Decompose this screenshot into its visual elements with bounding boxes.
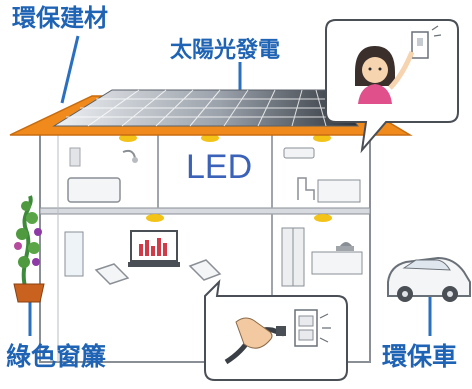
solar-panel-grid — [66, 89, 351, 127]
label-led: LED — [186, 148, 253, 186]
ceiling-light-icon — [201, 134, 219, 142]
speech-bubble-plug — [204, 279, 348, 381]
label-solar-power: 太陽光發電 — [170, 38, 281, 63]
kitchen-icon — [281, 227, 363, 287]
ceiling-light-icon — [313, 134, 331, 142]
tv-icon — [128, 230, 180, 267]
callout-line-building-materials — [60, 35, 80, 104]
power-outlet-icon — [294, 309, 318, 347]
sofa-icon — [94, 263, 130, 285]
label-green-curtain: 綠色窗簾 — [6, 342, 107, 371]
label-building-materials: 環保建材 — [12, 4, 108, 32]
green-curtain-plant — [13, 195, 45, 303]
speech-bubble-switch — [325, 19, 459, 154]
flower-pot-icon — [13, 283, 45, 303]
ceiling-light-icon — [119, 134, 137, 142]
house — [39, 129, 371, 363]
eco-car-icon — [387, 256, 471, 302]
floor-divider — [39, 207, 371, 215]
flower-icon — [32, 258, 40, 266]
flower-icon — [14, 242, 22, 250]
ceiling-light-icon — [146, 214, 164, 222]
air-conditioner-icon — [283, 147, 315, 159]
desk-icon — [297, 177, 361, 203]
bathtub-icon — [67, 147, 138, 203]
window-icon — [64, 231, 84, 277]
sofa-icon — [188, 259, 222, 281]
ceiling-light-icon — [314, 214, 332, 222]
plug-icon — [224, 313, 331, 365]
label-eco-car: 環保車 — [382, 342, 458, 371]
flower-icon — [34, 228, 42, 236]
woman-icon — [355, 46, 415, 104]
